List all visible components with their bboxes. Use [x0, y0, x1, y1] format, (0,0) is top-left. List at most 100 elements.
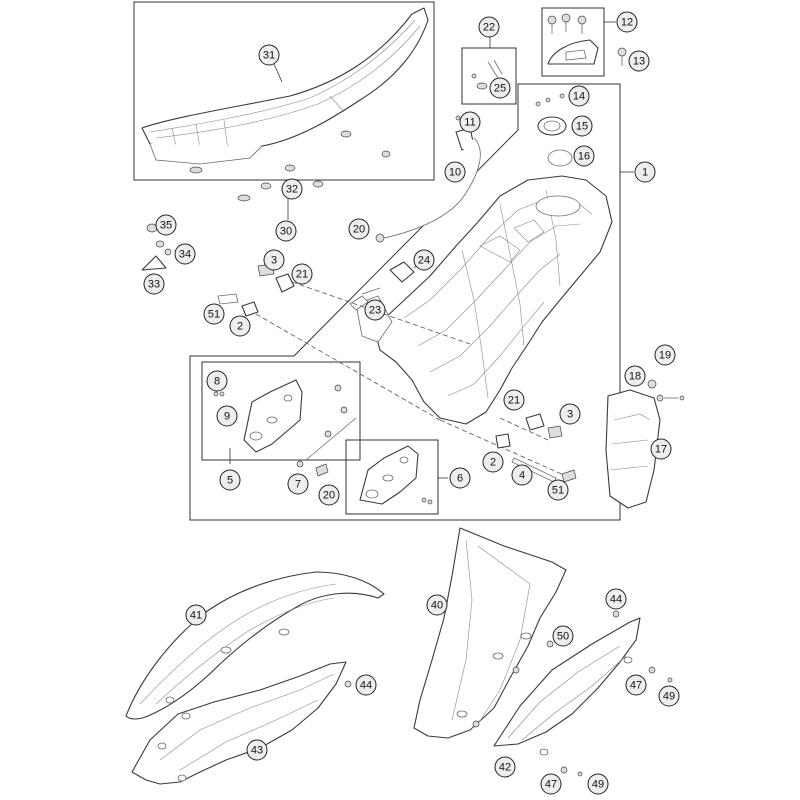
callout-label: 7: [295, 479, 301, 491]
callout-label: 21: [296, 269, 308, 281]
callout-label: 34: [179, 249, 191, 261]
callout-label: 35: [160, 220, 172, 232]
callout-31: 31: [258, 44, 280, 66]
callout-label: 16: [578, 151, 590, 163]
callout-2: 2: [229, 315, 251, 337]
callout-label: 11: [464, 117, 475, 129]
callout-label: 23: [369, 305, 381, 317]
callout-circle: [426, 594, 448, 616]
callout-circle: [203, 303, 225, 325]
side-panel-43: [131, 661, 352, 785]
callout-2: 2: [482, 451, 504, 473]
callout-circle: [143, 273, 165, 295]
callout-circle: [482, 451, 504, 473]
callout-label: 44: [610, 594, 622, 606]
side-panel-40: [413, 527, 567, 739]
callout-5: 5: [219, 469, 241, 491]
callout-circle: [587, 773, 609, 795]
callout-circle: [650, 438, 672, 460]
callout-label: 3: [271, 255, 277, 267]
callout-22: 22: [478, 16, 500, 38]
callout-label: 44: [360, 680, 372, 692]
callout-label: 14: [573, 91, 585, 103]
seat-part: [141, 7, 429, 165]
callout-circle: [605, 588, 627, 610]
callout-label: 49: [663, 691, 675, 703]
callout-51: 51: [203, 303, 225, 325]
callout-label: 47: [545, 779, 557, 791]
callout-label: 3: [567, 409, 573, 421]
callout-label: 2: [490, 457, 496, 469]
callout-label: 33: [148, 279, 160, 291]
connectors-23-24: [349, 261, 421, 311]
callout-13: 13: [628, 50, 650, 72]
callout-circle: [263, 249, 285, 271]
callout-circle: [444, 161, 466, 183]
lock-set: [547, 13, 599, 65]
callout-circle: [229, 315, 251, 337]
callout-circle: [547, 479, 569, 501]
callout-circle: [355, 674, 377, 696]
callout-circle: [540, 773, 562, 795]
callout-circle: [216, 405, 238, 427]
callout-circle: [318, 484, 340, 506]
callout-circle: [155, 214, 177, 236]
callout-21: 21: [503, 389, 525, 411]
callout-circle: [568, 85, 590, 107]
callout-3: 3: [263, 249, 285, 271]
mount-hardware-left: [217, 263, 295, 317]
callout-circle: [348, 218, 370, 240]
callout-3: 3: [559, 403, 581, 425]
callout-circle: [616, 11, 638, 33]
callout-21: 21: [291, 263, 313, 285]
callout-8: 8: [206, 370, 228, 392]
callout-label: 1: [642, 167, 648, 179]
callout-circle: [246, 739, 268, 761]
callout-circle: [654, 344, 676, 366]
group-12-frame: [541, 7, 605, 77]
bracket-5: [213, 379, 348, 453]
callout-label: 2: [237, 321, 243, 333]
callout-35: 35: [155, 214, 177, 236]
callout-circle: [478, 16, 500, 38]
callout-label: 31: [263, 50, 275, 62]
callout-circle: [559, 403, 581, 425]
callout-circle: [219, 469, 241, 491]
callout-51: 51: [547, 479, 569, 501]
callout-42: 42: [494, 756, 516, 778]
callout-10: 10: [444, 161, 466, 183]
callout-label: 8: [214, 376, 220, 388]
callout-label: 24: [418, 255, 430, 267]
callout-label: 19: [659, 350, 671, 362]
callout-47: 47: [540, 773, 562, 795]
callout-50: 50: [552, 625, 574, 647]
callout-circle: [489, 77, 511, 99]
callout-circle: [281, 178, 303, 200]
callout-label: 32: [286, 184, 298, 196]
callout-circle: [494, 756, 516, 778]
callout-40: 40: [426, 594, 448, 616]
callout-30: 30: [275, 220, 297, 242]
callout-circle: [503, 389, 525, 411]
callout-label: 6: [457, 473, 463, 485]
filler-parts: [535, 93, 573, 167]
pump-wiring: [375, 115, 481, 243]
callout-circle: [364, 299, 386, 321]
callout-label: 51: [208, 309, 220, 321]
callout-label: 40: [431, 600, 443, 612]
callout-23: 23: [364, 299, 386, 321]
seat-fasteners: [189, 130, 391, 202]
callout-circle: [185, 604, 207, 626]
callout-6: 6: [449, 467, 471, 489]
key-13: [617, 47, 627, 66]
callout-24: 24: [413, 249, 435, 271]
side-panel-42: [493, 610, 673, 777]
callout-label: 43: [251, 745, 263, 757]
callout-19: 19: [654, 344, 676, 366]
callout-label: 22: [483, 22, 495, 34]
callout-41: 41: [185, 604, 207, 626]
callout-circle: [634, 161, 656, 183]
callout-20: 20: [318, 484, 340, 506]
